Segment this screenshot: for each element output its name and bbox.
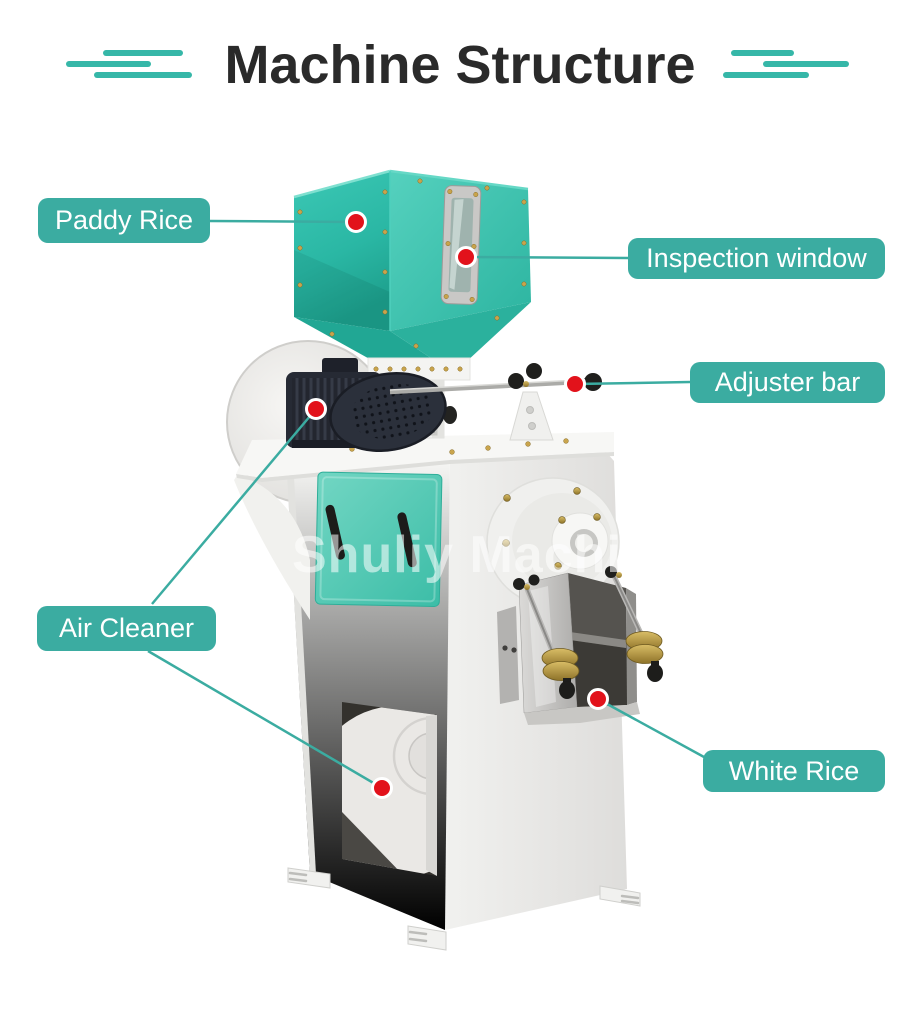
- milling-chamber: [486, 477, 620, 607]
- motor: [286, 358, 447, 453]
- label-air-cleaner: Air Cleaner: [37, 606, 216, 651]
- pointer-dot-white-rice: [587, 688, 609, 710]
- pointer-line-air-cleaner-bottom: [147, 649, 383, 790]
- access-door: [314, 471, 443, 607]
- header: Machine Structure: [0, 30, 920, 100]
- pointer-line-inspection-window: [465, 255, 629, 260]
- label-adjuster-bar: Adjuster bar: [690, 362, 885, 403]
- watermark-text: Shuliy Machi: [292, 526, 622, 584]
- inspection-window-part: [440, 185, 482, 305]
- pointer-dot-air-cleaner-fan: [371, 777, 393, 799]
- title-decoration-left-icon: [66, 50, 198, 80]
- pointer-lines: [147, 219, 705, 790]
- label-paddy-rice: Paddy Rice: [38, 198, 210, 243]
- brass-weight-icon: [541, 631, 664, 681]
- adjuster-bar-part: [389, 363, 602, 441]
- pointer-dot-paddy-rice: [345, 211, 367, 233]
- title-decoration-right-icon: [722, 50, 854, 80]
- label-white-rice: White Rice: [703, 750, 885, 792]
- pointer-dot-inspection-window: [455, 246, 477, 268]
- pointer-line-paddy-rice: [209, 219, 357, 224]
- outlet-chute: [497, 566, 664, 725]
- pointer-line-white-rice: [597, 697, 705, 759]
- pointer-line-air-cleaner-top: [151, 408, 317, 605]
- door-handle-icon: [325, 504, 417, 568]
- pointer-line-adjuster-bar: [574, 380, 691, 386]
- pointer-dot-adjuster-bar: [564, 373, 586, 395]
- page-title: Machine Structure: [224, 35, 696, 95]
- label-inspection-window: Inspection window: [628, 238, 885, 279]
- pointer-dot-air-cleaner-motor: [305, 398, 327, 420]
- pointer-dots: [305, 211, 609, 799]
